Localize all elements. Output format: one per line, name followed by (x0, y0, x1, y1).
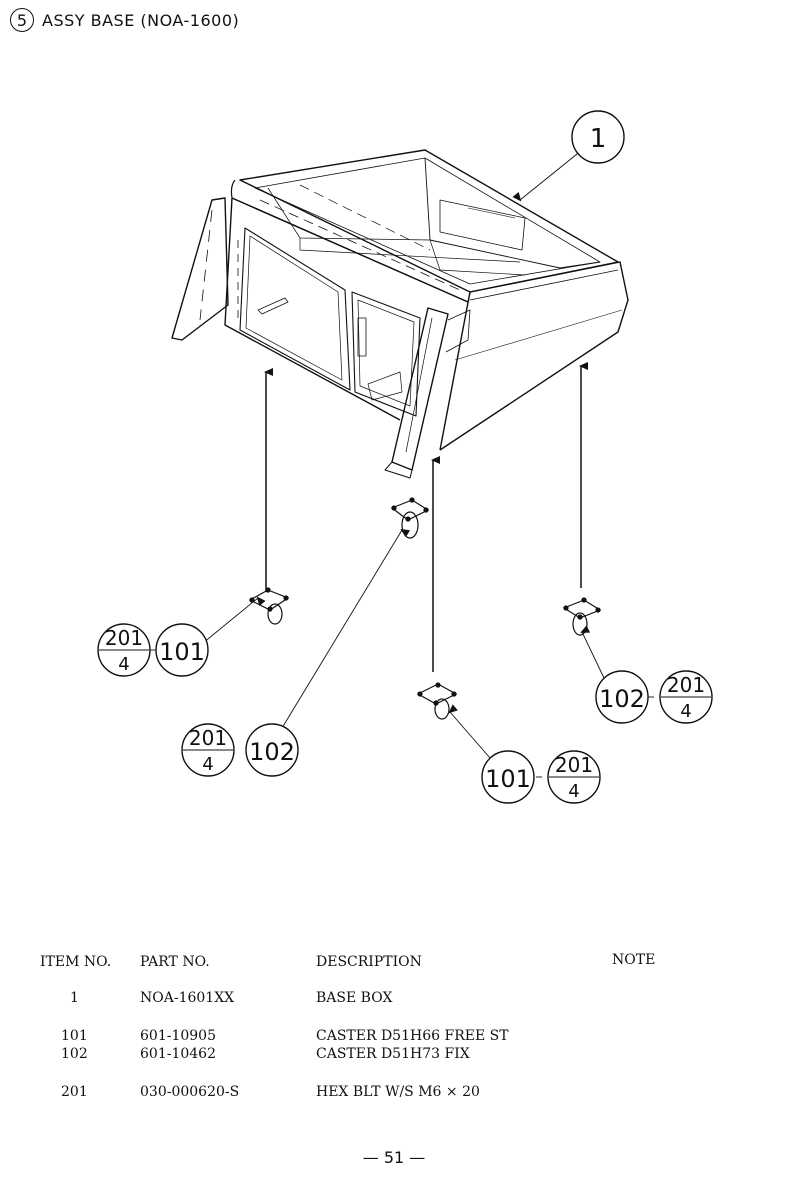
callout-201-qty-bottom-left: 201 4 (181, 723, 235, 777)
callout-201-qty-right: 201 4 (659, 670, 713, 724)
callout-101-left: 101 (155, 623, 209, 677)
caster-free-label: 101 (159, 638, 205, 666)
caster-rear-center (416, 682, 458, 720)
row-part-no: 030-000620-S (140, 1084, 240, 1100)
callout-201-qty-bottom-right: 201 4 (547, 750, 601, 804)
row-description: CASTER D51H66 FREE ST (316, 1028, 509, 1044)
header-description: DESCRIPTION (316, 954, 422, 970)
page-number: — 51 — (362, 1148, 426, 1167)
row-part-no: 601-10462 (140, 1046, 216, 1062)
caster-fix-label: 102 (599, 685, 645, 713)
caster-free-label: 101 (485, 765, 531, 793)
bolt-qty-label: 4 (202, 754, 213, 775)
row-description: HEX BLT W/S M6 × 20 (316, 1084, 480, 1100)
caster-front-left (248, 587, 290, 625)
row-part-no: NOA-1601XX (140, 990, 235, 1006)
caster-rear-right (562, 597, 602, 636)
section-header: 5 ASSY BASE (NOA-1600) (10, 8, 239, 32)
header-note: NOTE (612, 952, 656, 968)
header-part-no: PART NO. (140, 954, 210, 970)
header-item-no: ITEM NO. (40, 954, 112, 970)
bolt-qty-label: 4 (568, 781, 579, 802)
bolt-qty-label: 4 (118, 654, 129, 675)
caster-fix-label: 102 (249, 738, 295, 766)
assembly-drawing: 1 201 4 101 201 4 102 101 (97, 110, 713, 804)
callout-101-bottom-right: 101 (481, 750, 535, 804)
callout-102-bottom-left: 102 (245, 723, 299, 777)
section-number: 5 (16, 10, 28, 30)
caster-front-center (390, 497, 430, 539)
bolt-item-label: 201 (105, 626, 143, 650)
row-part-no: 601-10905 (140, 1028, 216, 1044)
callout-102-right: 102 (595, 670, 649, 724)
base-box-illustration (171, 149, 629, 479)
assembly-arrows (264, 362, 588, 672)
row-item: 201 (61, 1084, 88, 1100)
section-number-circle: 5 (10, 8, 34, 32)
row-item: 102 (61, 1046, 88, 1062)
row-item: 101 (61, 1028, 88, 1044)
bolt-qty-label: 4 (680, 701, 691, 722)
bolt-item-label: 201 (555, 753, 593, 777)
row-description: BASE BOX (316, 990, 393, 1006)
bolt-item-label: 201 (667, 673, 705, 697)
callout-201-qty-left: 201 4 (97, 623, 151, 677)
bolt-item-label: 201 (189, 726, 227, 750)
row-item: 1 (70, 990, 79, 1006)
section-title: ASSY BASE (NOA-1600) (42, 10, 240, 30)
row-description: CASTER D51H73 FIX (316, 1046, 470, 1062)
callout-1: 1 (571, 110, 625, 164)
callout-1-label: 1 (590, 124, 607, 154)
